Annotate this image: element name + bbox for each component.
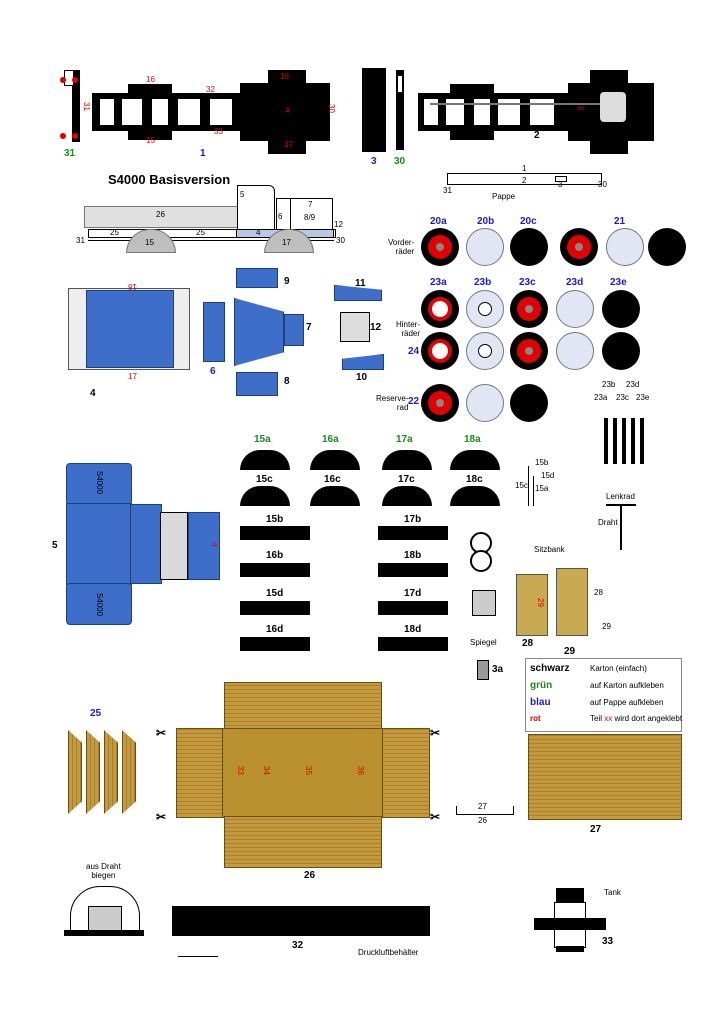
scissors-icon: ✂ <box>156 810 167 824</box>
scissors-icon: ✂ <box>430 726 441 740</box>
label-31-red: 31 <box>81 102 91 111</box>
color-legend: schwarz Karton (einfach) grün auf Karton… <box>525 658 682 732</box>
scissors-icon: ✂ <box>430 810 441 824</box>
label-1: 1 <box>200 148 206 159</box>
label-31: 31 <box>64 148 76 159</box>
scissors-icon: ✂ <box>156 726 167 740</box>
page-title: S4000 Basisversion <box>108 172 231 187</box>
